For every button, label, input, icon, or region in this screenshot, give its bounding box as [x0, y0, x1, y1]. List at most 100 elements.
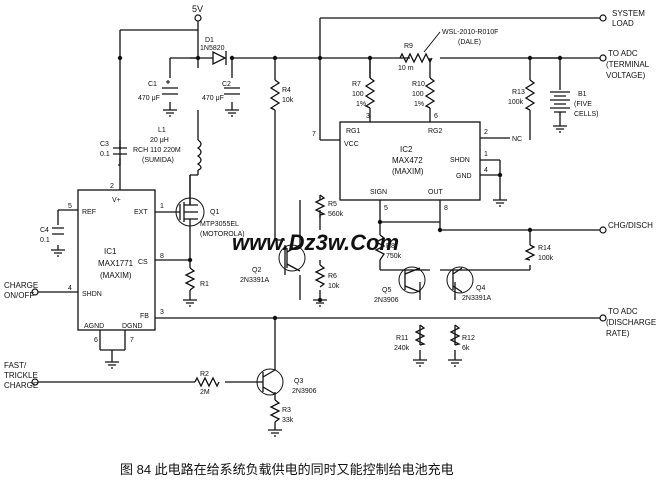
adc-discharge-label-1: TO ADC — [608, 307, 638, 316]
c4-value: 0.1 — [40, 237, 50, 244]
ic1-maker: (MAXIM) — [100, 271, 132, 280]
ic2-pin1-number: 1 — [484, 151, 488, 158]
ic1-name: IC1 — [104, 247, 117, 256]
ic2-pin-rg1: RG1 — [346, 128, 361, 135]
ic2-pin-nc: NC — [512, 136, 522, 143]
r7-value: 100 — [352, 91, 364, 98]
ic2-pin8-number: 8 — [444, 205, 448, 212]
ic2-pin-out: OUT — [428, 189, 444, 196]
fast-trickle-label-1: FAST/ — [4, 361, 27, 370]
terminal-adc-discharge — [599, 314, 607, 322]
r7-tolerance: 1% — [356, 101, 366, 108]
q2-label: Q2 — [252, 267, 261, 274]
r14-label: R14 — [538, 245, 551, 252]
r5-value: 560k — [328, 211, 344, 218]
l1-label: L1 — [158, 127, 166, 134]
q1-maker: (MOTOROLA) — [200, 231, 245, 238]
terminal-chg-disch — [599, 226, 607, 234]
ic1-pin-vplus: V+ — [112, 197, 121, 204]
r10-label: R10 — [412, 81, 425, 88]
r5-label: R5 — [328, 201, 337, 208]
q1-part: MTP3055EL — [200, 221, 239, 228]
r11-value: 240k — [394, 345, 410, 352]
r12-value: 6k — [462, 345, 470, 352]
diode-d1 — [212, 50, 227, 66]
r9-label: R9 — [404, 43, 413, 50]
r3-value: 33k — [282, 417, 294, 424]
rail-5v-label: 5V — [192, 4, 203, 14]
b1-cells-1: (FIVE — [574, 101, 592, 108]
ic1-pin-fb: FB — [140, 313, 149, 320]
adc-discharge-label-3: RATE) — [606, 329, 630, 338]
ic2-pin-shdn: SHDN — [450, 157, 470, 164]
resistor-r3 — [269, 399, 281, 423]
mosfet-q1 — [175, 175, 205, 235]
transistor-q2 — [278, 244, 306, 272]
resistor-r2 — [194, 376, 220, 388]
q5-part: 2N3906 — [374, 297, 399, 304]
r6-value: 10k — [328, 283, 340, 290]
ic1-pin-dgnd: DGND — [122, 323, 143, 330]
ic2-pin-sign: SIGN — [370, 189, 387, 196]
r2-value: 2M — [200, 389, 210, 396]
r12-label: R12 — [462, 335, 475, 342]
r11-label: R11 — [396, 335, 408, 342]
resistor-r4 — [269, 79, 281, 111]
r9-value: 10 m — [398, 65, 414, 72]
c2-label: C2 — [222, 81, 231, 88]
r4-label: R4 — [282, 87, 291, 94]
ic2-pin-gnd: GND — [456, 173, 472, 180]
q5-label: Q5 — [382, 287, 391, 294]
ic2-pin5-number: 5 — [384, 205, 388, 212]
ic1-pin8-number: 8 — [160, 253, 164, 260]
battery-b1 — [550, 91, 570, 113]
resistor-r5 — [314, 194, 326, 218]
ic2-pin4-number: 4 — [484, 167, 488, 174]
terminal-5v — [194, 14, 202, 22]
resistor-r11 — [414, 324, 426, 346]
ic1-pin5-number: 5 — [68, 203, 72, 210]
r13-label: R13 — [512, 89, 525, 96]
ic1-part: MAX1771 — [98, 259, 134, 268]
ic1-pin-ref: REF — [82, 209, 96, 216]
ic1-pin-ext: EXT — [134, 209, 148, 216]
ic1-pin-shdn: SHDN — [82, 291, 102, 298]
r10-value: 100 — [412, 91, 424, 98]
transistor-q4 — [446, 266, 474, 294]
shunt-part: WSL-2010-R010F — [442, 29, 498, 36]
resistor-r10 — [424, 77, 436, 109]
r14-value: 100k — [538, 255, 554, 262]
c2-value: 470 μF — [202, 95, 224, 102]
capacitor-c4 — [52, 227, 64, 235]
fast-trickle-label-2: TRICKLE — [4, 371, 38, 380]
ic1-pin7-number: 7 — [130, 337, 134, 344]
b1-label: B1 — [578, 91, 587, 98]
ic1-pin-cs: CS — [138, 259, 148, 266]
l1-value: 20 μH — [150, 137, 169, 144]
ic1-max1771 — [77, 189, 156, 331]
ic2-name: IC2 — [400, 145, 413, 154]
d1-label: D1 — [205, 37, 214, 44]
adc-terminal-label-2: (TERMINAL — [606, 60, 650, 69]
r2-label: R2 — [200, 371, 209, 378]
r6-label: R6 — [328, 273, 337, 280]
r3-label: R3 — [282, 407, 291, 414]
charge-onoff-label-1: CHARGE — [4, 281, 38, 290]
b1-cells-2: CELLS) — [574, 111, 599, 118]
c4-label: C4 — [40, 227, 49, 234]
system-load-label-2: LOAD — [612, 19, 634, 28]
r8-value: 750k — [386, 253, 402, 260]
r10-tolerance: 1% — [414, 101, 424, 108]
ic1-pin-agnd: AGND — [84, 323, 104, 330]
ic1-pin1-number: 1 — [160, 203, 164, 210]
resistor-r13 — [524, 79, 536, 111]
shunt-pointer — [423, 31, 441, 53]
transistor-q3 — [255, 368, 284, 396]
r4-value: 10k — [282, 97, 294, 104]
l1-maker: (SUMIDA) — [142, 157, 174, 164]
l1-part: RCH 110 220M — [133, 147, 181, 154]
q3-label: Q3 — [294, 378, 303, 385]
adc-terminal-label-1: TO ADC — [608, 49, 638, 58]
resistor-r8 — [374, 234, 386, 261]
ic2-maker: (MAXIM) — [392, 167, 424, 176]
